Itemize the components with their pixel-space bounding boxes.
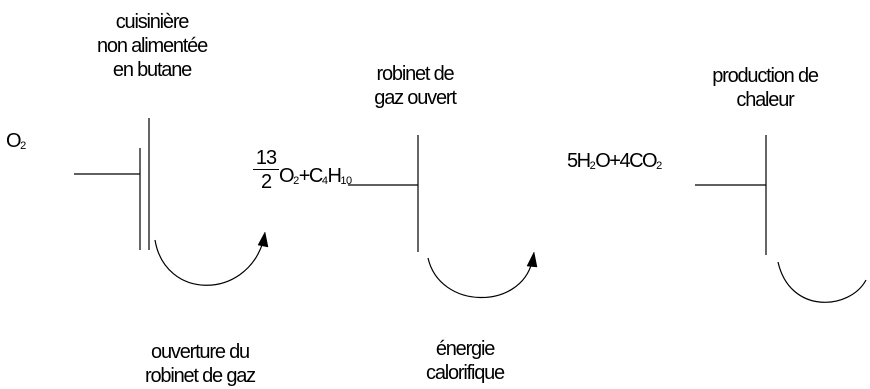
species-h-symbol: H <box>327 165 341 187</box>
transformation1-arrowhead <box>257 231 269 248</box>
transformation1-label-line1: ouverture du <box>151 341 250 363</box>
state1-label: cuisinière non alimentée en butane <box>52 10 252 82</box>
species-h-index: 2 <box>589 160 596 172</box>
species-h-index: 10 <box>340 175 352 187</box>
fraction-bar <box>253 169 279 170</box>
state2-species: O2+C4H10 <box>279 165 352 188</box>
state3-label-line2: chaleur <box>736 89 794 111</box>
transformation2-arrowhead <box>526 251 538 268</box>
transformation2-arrow <box>427 257 533 299</box>
state2-label-line2: gaz ouvert <box>374 87 457 109</box>
species-o-symbol: O <box>595 150 611 172</box>
transformation2-label: énergie calorifique <box>380 337 550 385</box>
state2-label-line1: robinet de <box>376 63 455 85</box>
state1-species: O2 <box>6 130 26 153</box>
transformation2-label-line2: calorifique <box>426 362 505 384</box>
species-plus: + <box>298 165 311 187</box>
species-o-index: 2 <box>293 175 299 187</box>
fraction-denominator: 2 <box>260 171 272 193</box>
species-coef-water: 5 <box>567 150 578 172</box>
species-o-index: 2 <box>20 140 26 152</box>
state1-label-line1: cuisinière <box>115 11 190 33</box>
species-co-index: 2 <box>656 160 662 172</box>
species-co-symbol: CO <box>629 150 658 172</box>
species-h-symbol: H <box>576 150 591 172</box>
species-c-symbol: C <box>308 165 323 187</box>
species-o-symbol: O <box>6 130 22 152</box>
state3-label-line1: production de <box>712 65 819 87</box>
transformation3-arrow <box>777 261 867 303</box>
transformation1-arrow <box>154 239 264 286</box>
transformation2-label-line1: énergie <box>435 338 496 360</box>
transformation1-label-line2: robinet de gaz <box>145 365 256 387</box>
species-coef-co2: 4 <box>619 150 630 172</box>
transformation1-label: ouverture du robinet de gaz <box>100 340 300 388</box>
fraction-numerator: 13 <box>255 147 277 169</box>
species-plus: + <box>609 150 621 172</box>
state1-label-line3: en butane <box>112 59 192 81</box>
state3-species: 5H2O+4CO2 <box>567 150 662 173</box>
state2-coefficient-fraction: 13 2 <box>253 147 279 193</box>
state2-label: robinet de gaz ouvert <box>330 62 500 110</box>
state1-label-line2: non alimentée <box>96 35 208 57</box>
species-o-symbol: O <box>279 165 295 187</box>
species-c-index: 4 <box>321 175 328 187</box>
state3-label: production de chaleur <box>670 64 860 112</box>
